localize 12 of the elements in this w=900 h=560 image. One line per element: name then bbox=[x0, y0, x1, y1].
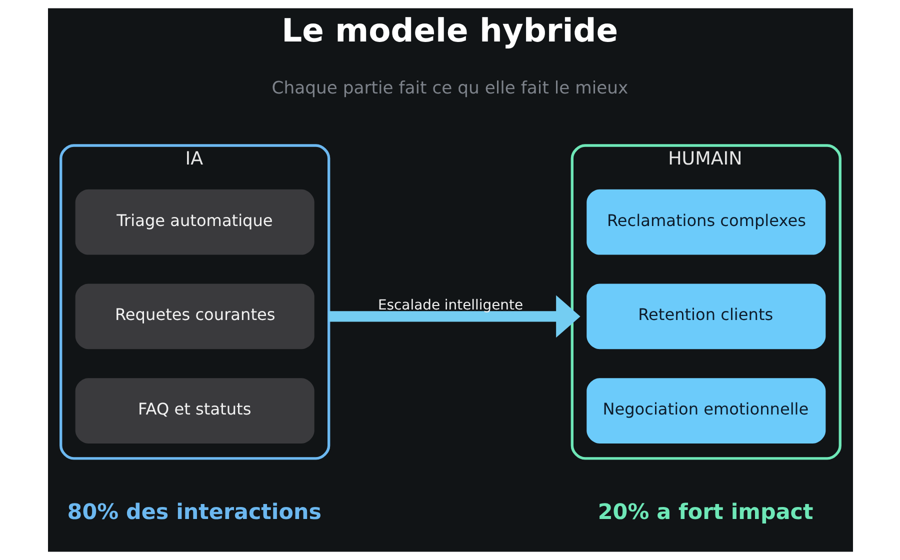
label: Chaque partie fait ce qu elle fait le mieux bbox=[271, 78, 628, 98]
diagram-title: Le modele hybride bbox=[281, 12, 618, 50]
node-label: 80% des interactions bbox=[66, 500, 321, 526]
node-label: 20% a fort impact bbox=[597, 500, 813, 526]
node-box: Triage automatique bbox=[74, 189, 314, 255]
node-box: FAQ et statuts bbox=[74, 378, 314, 444]
node-box: Reclamations complexes bbox=[586, 189, 826, 255]
node-box: Negociation emotionnelle bbox=[586, 378, 826, 444]
edge-label: Escalade intelligente bbox=[377, 297, 523, 314]
arrow bbox=[328, 295, 580, 338]
node-box: Requetes courantes bbox=[74, 284, 314, 350]
node-box: Retention clients bbox=[586, 284, 826, 350]
